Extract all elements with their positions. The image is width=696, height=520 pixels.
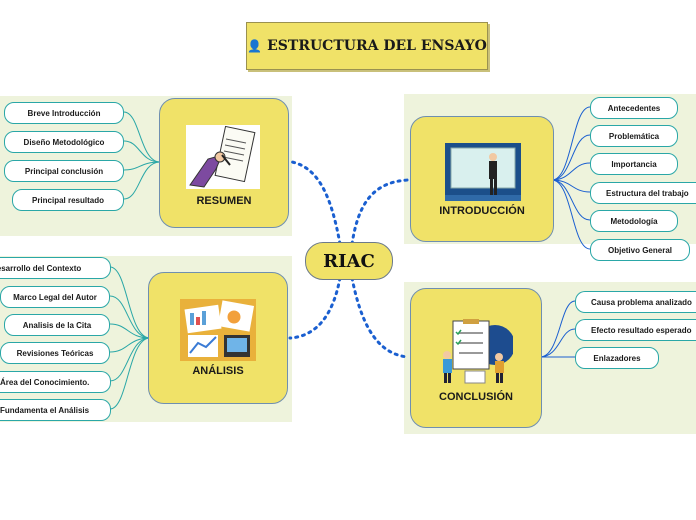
analisis-item[interactable]: Marco Legal del Autor (0, 286, 110, 308)
analisis-item[interactable]: Desarrollo del Contexto (0, 257, 111, 279)
central-node[interactable]: RIAC (305, 242, 393, 280)
resumen-label: RESUMEN (196, 195, 252, 207)
analisis-item[interactable]: Revisiones Teóricas (0, 342, 110, 364)
connector-resumen (290, 160, 342, 246)
connector-introduccion (350, 178, 410, 246)
connector-conclusion (350, 276, 410, 359)
analisis-item-text: Desarrollo del Contexto (0, 263, 82, 273)
connector-analisis (288, 276, 342, 340)
introduccion-card[interactable]: INTRODUCCIÓN (410, 116, 554, 242)
introduccion-item[interactable]: Problemática (590, 125, 678, 147)
conclusion-item[interactable]: Efecto resultado esperado (575, 319, 696, 341)
analisis-item-text: Área del Conocimiento. (0, 377, 90, 387)
presentation-icon (445, 143, 521, 201)
analisis-item[interactable]: Fundamenta el Análisis (0, 399, 111, 421)
resumen-item[interactable]: Principal conclusión (4, 160, 124, 182)
resumen-card[interactable]: RESUMEN (159, 98, 289, 228)
analisis-label: ANÁLISIS (192, 365, 244, 377)
signing-document-icon (186, 125, 260, 189)
data-analysis-icon (180, 299, 256, 361)
analisis-card[interactable]: ANÁLISIS (148, 272, 288, 404)
resumen-item[interactable]: Breve Introducción (4, 102, 124, 124)
checklist-team-icon (443, 319, 513, 384)
conclusion-label: CONCLUSIÓN (439, 391, 513, 403)
introduccion-item[interactable]: Objetivo General (590, 239, 690, 261)
central-node-label: RIAC (323, 250, 375, 272)
introduccion-item[interactable]: Antecedentes (590, 97, 678, 119)
introduccion-item[interactable]: Estructura del trabajo (590, 182, 696, 204)
resumen-item[interactable]: Principal resultado (12, 189, 124, 211)
introduccion-item[interactable]: Metodología (590, 210, 678, 232)
introduccion-label: INTRODUCCIÓN (439, 205, 525, 217)
conclusion-item[interactable]: Causa problema analizado (575, 291, 696, 313)
analisis-item-text: Fundamenta el Análisis (0, 405, 90, 415)
conclusion-card[interactable]: CONCLUSIÓN (410, 288, 542, 428)
diagram-title: 👤 ESTRUCTURA DEL ENSAYO (246, 22, 488, 70)
analisis-item[interactable]: Analisis de la Cita (4, 314, 110, 336)
person-icon: 👤 (247, 39, 263, 53)
introduccion-item[interactable]: Importancia (590, 153, 678, 175)
conclusion-item[interactable]: Enlazadores (575, 347, 659, 369)
resumen-item[interactable]: Diseño Metodológico (4, 131, 124, 153)
analisis-item[interactable]: Área del Conocimiento. (0, 371, 111, 393)
diagram-title-text: ESTRUCTURA DEL ENSAYO (267, 38, 487, 54)
